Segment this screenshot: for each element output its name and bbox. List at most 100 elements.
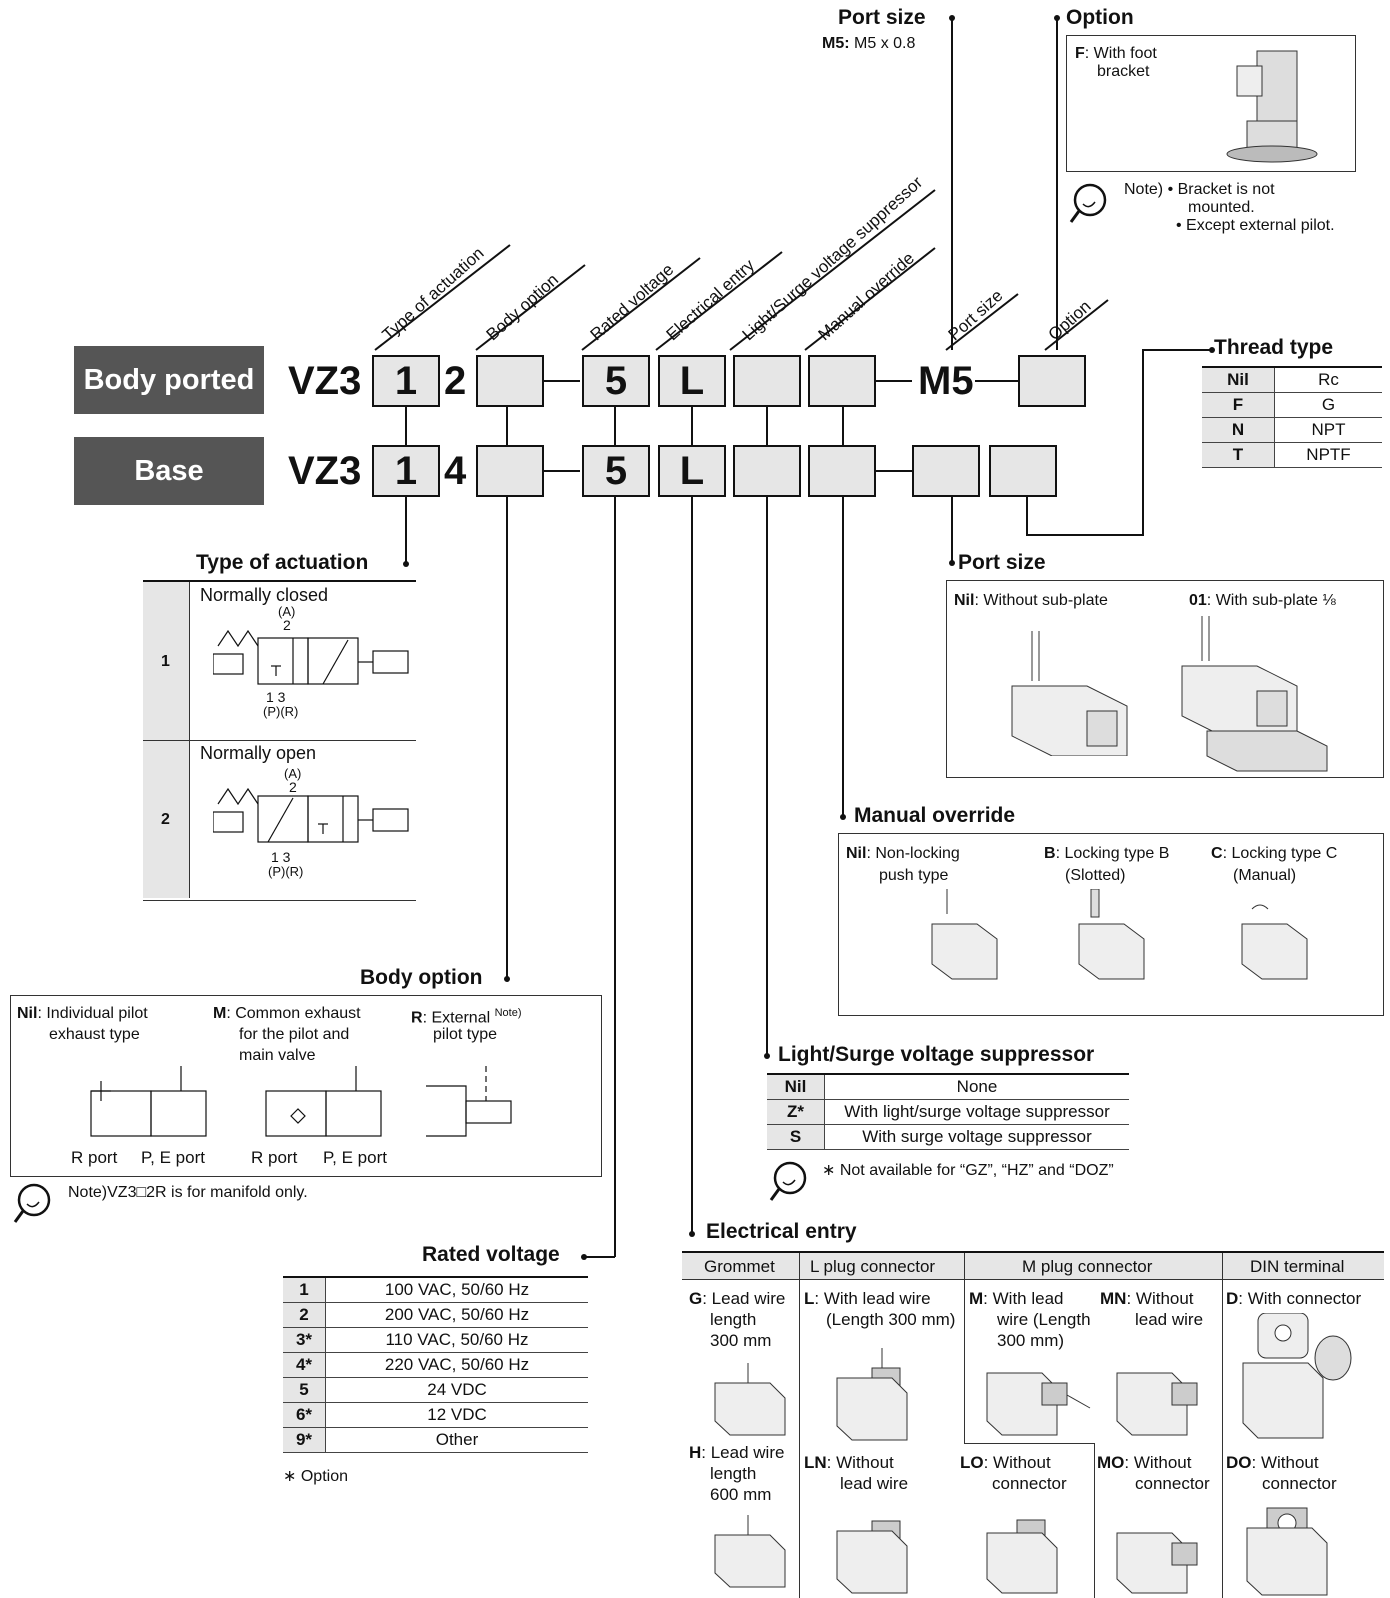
body-option-title: Body option <box>360 966 483 989</box>
ln-plug-image <box>836 1520 908 1594</box>
manual-nil: Nil: Non-locking <box>846 845 960 862</box>
bo-nil-symbol <box>90 1066 207 1137</box>
mn-plug-image <box>1116 1372 1198 1436</box>
bo-rport-1: R port <box>71 1148 118 1167</box>
manual-b-2: (Slotted) <box>1065 867 1126 884</box>
port-size-top-value: M5: M5 x 0.8 <box>822 35 916 52</box>
valve-no-subplate-image <box>1011 631 1128 756</box>
no-valve-symbol <box>213 787 409 843</box>
body-digit: 2 <box>444 359 467 403</box>
lo-plug-image <box>986 1519 1058 1594</box>
bo-nil: Nil: Individual pilot <box>17 1005 148 1022</box>
port-size-title: Port size <box>958 551 1046 574</box>
body-option-box: Nil: Individual pilot exhaust type M: Co… <box>10 995 602 1177</box>
entry-header-m: M plug connector <box>1022 1257 1153 1276</box>
table-row: 4*220 VAC, 50/60 Hz <box>283 1352 588 1378</box>
model-code: VZ3 <box>288 359 362 403</box>
act-key-1: 1 <box>161 653 170 670</box>
bo-nil-2: exhaust type <box>49 1026 140 1043</box>
entry-slot: L <box>658 355 726 407</box>
manual-slot <box>808 355 876 407</box>
no-lbl-a: (A) <box>284 766 302 781</box>
manual-slot-base <box>808 445 876 497</box>
body-option-slot <box>476 355 544 407</box>
entry-mo: MO: Without <box>1097 1453 1192 1472</box>
entry-mn: MN: Without <box>1100 1289 1194 1308</box>
entry-ln: LN: Without <box>804 1453 894 1472</box>
foot-bracket-image <box>1226 50 1318 163</box>
bo-m: M: Common exhaust <box>213 1005 361 1022</box>
entry-d: D: With connector <box>1226 1289 1362 1308</box>
nc-lbl-pr: (P)(R) <box>263 704 299 719</box>
bo-r: R: External Note) <box>411 1007 522 1027</box>
voltage-slot: 5 <box>582 355 650 407</box>
bo-peport-1: P, E port <box>141 1148 205 1167</box>
act-no-label: Normally open <box>200 743 317 763</box>
act-key-2: 2 <box>161 811 170 828</box>
entry-l-2: (Length 300 mm) <box>826 1310 956 1329</box>
act-nc-label: Normally closed <box>200 585 329 605</box>
option-box: F: With foot bracket <box>1066 35 1356 172</box>
port-01: 01: With sub-plate ⅛ <box>1189 592 1336 609</box>
din-connector-image <box>1242 1313 1352 1439</box>
option-slot <box>1018 355 1086 407</box>
base-mounted-badge: Base mounted <box>74 437 264 555</box>
table-row: Z*With light/surge voltage suppressor <box>767 1099 1129 1125</box>
option-f: F: With foot <box>1075 45 1157 62</box>
manual-c-2: (Manual) <box>1233 867 1297 884</box>
rated-title: Rated voltage <box>422 1243 560 1266</box>
grommet-300-image <box>714 1363 786 1436</box>
no-lbl-2: 2 <box>289 779 297 795</box>
actuation-slot: 1 <box>372 355 440 407</box>
entry-h-2: length <box>710 1464 757 1483</box>
manual-c-image <box>1241 904 1308 980</box>
suppressor-slot <box>733 355 801 407</box>
entry-header-grommet: Grommet <box>704 1257 775 1276</box>
l-plug-image <box>836 1348 908 1441</box>
entry-header-l: L plug connector <box>810 1257 936 1276</box>
manual-b-image <box>1078 889 1145 980</box>
bo-r-2: pilot type <box>433 1026 498 1043</box>
entry-do-2: connector <box>1262 1474 1337 1493</box>
model-code-base: VZ3 <box>288 449 362 493</box>
suppressor-title: Light/Surge voltage suppressor <box>778 1043 1095 1066</box>
nc-lbl-13: 1 3 <box>266 689 286 705</box>
port-slot-base <box>912 445 980 497</box>
do-connector-image <box>1246 1507 1328 1596</box>
bo-rport-2: R port <box>251 1148 298 1167</box>
no-lbl-13: 1 3 <box>271 849 291 865</box>
port-size-top-title: Port size <box>838 6 926 29</box>
option-title: Option <box>1066 6 1134 29</box>
base-digit: 4 <box>444 449 467 493</box>
table-row: 3*110 VAC, 50/60 Hz <box>283 1327 588 1353</box>
table-row: 6*12 VDC <box>283 1402 588 1428</box>
option-note-1: Note) • Bracket is not <box>1124 181 1275 198</box>
manual-nil-image <box>931 889 998 980</box>
entry-g: G: Lead wire <box>689 1289 786 1308</box>
nc-valve-symbol <box>213 629 409 685</box>
manual-c: C: Locking type C <box>1211 845 1338 862</box>
entry-table: Grommet L plug connector M plug connecto… <box>682 1251 1384 1598</box>
suppressor-slot-base <box>733 445 801 497</box>
entry-title: Electrical entry <box>706 1220 857 1243</box>
entry-mn-2: lead wire <box>1135 1310 1204 1329</box>
port-nil: Nil: Without sub-plate <box>954 592 1108 609</box>
mo-plug-image <box>1116 1532 1198 1594</box>
entry-g-2: length <box>710 1310 757 1329</box>
entry-h: H: Lead wire <box>689 1443 785 1462</box>
entry-header-din: DIN terminal <box>1250 1257 1345 1276</box>
bo-m-symbol <box>265 1066 382 1137</box>
entry-m: M: With lead <box>969 1289 1064 1308</box>
nc-lbl-2: 2 <box>283 617 291 633</box>
magnifier-note-icon <box>769 1161 807 1201</box>
magnifier-note-icon <box>13 1183 51 1223</box>
port-size-box: Nil: Without sub-plate 01: With sub-plat… <box>946 580 1384 778</box>
